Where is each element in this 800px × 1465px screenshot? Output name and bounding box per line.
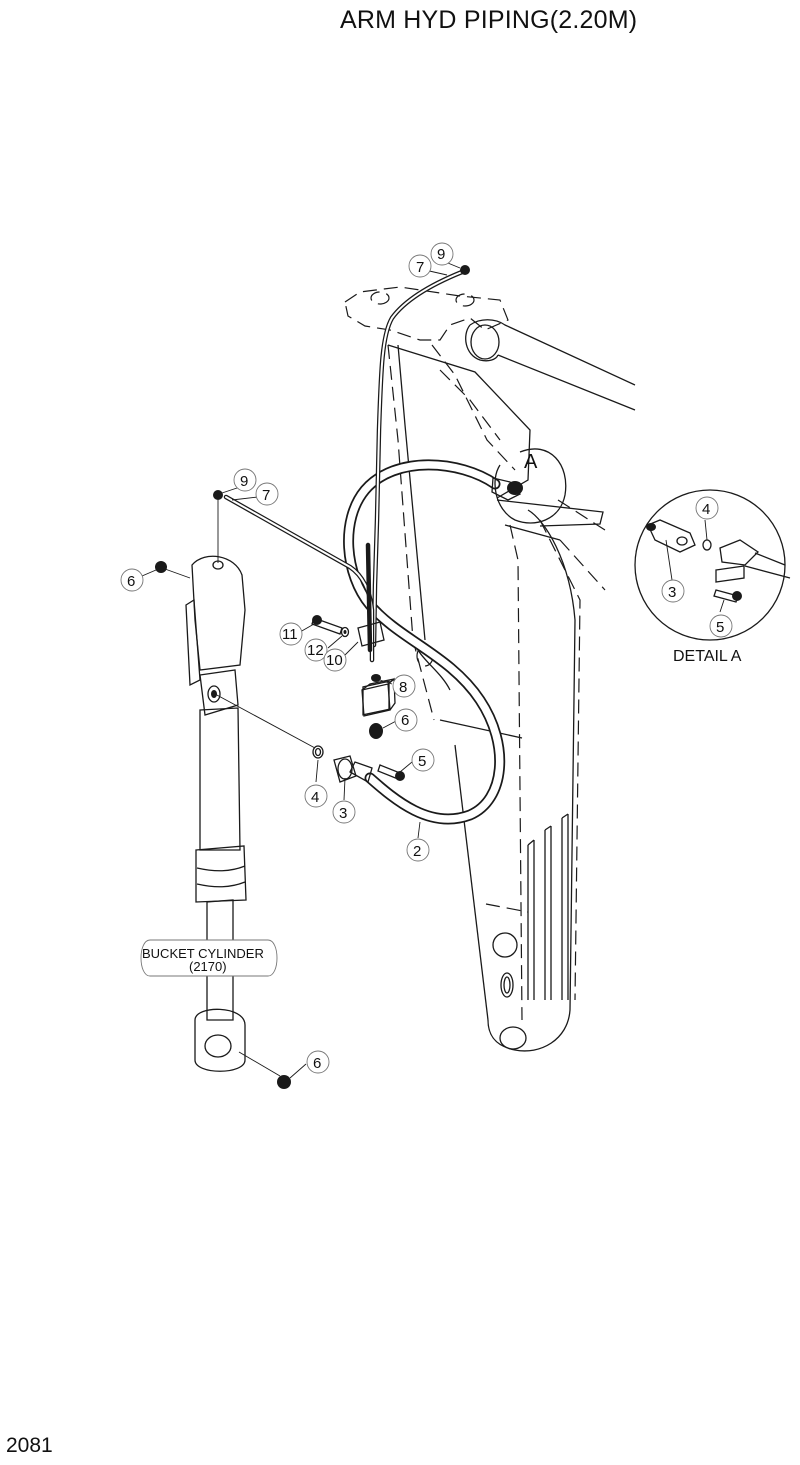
callout-8: 8: [392, 674, 416, 698]
callout-5-mid: 5: [411, 748, 435, 772]
svg-text:7: 7: [416, 259, 424, 276]
svg-text:3: 3: [668, 584, 676, 601]
grease-nipple-left: [213, 490, 223, 500]
detail-a-view: [634, 489, 791, 641]
bucket-cylinder-line1: BUCKET CYLINDER: [142, 946, 264, 961]
bucket-cylinder-line2: (2170): [189, 959, 227, 974]
svg-text:11: 11: [282, 626, 298, 643]
svg-text:5: 5: [418, 753, 426, 770]
svg-text:8: 8: [399, 679, 407, 696]
svg-text:2: 2: [413, 843, 421, 860]
callout-4-mid: 4: [304, 784, 328, 808]
callout-10: 10: [323, 648, 347, 672]
svg-text:12: 12: [307, 642, 324, 659]
svg-text:6: 6: [313, 1055, 321, 1072]
svg-text:9: 9: [240, 473, 248, 490]
flange-fitting: [155, 561, 405, 1089]
bucket-cylinder-label: BUCKET CYLINDER (2170): [140, 939, 278, 977]
svg-text:4: 4: [311, 789, 319, 806]
callout-leaders: [141, 260, 725, 1079]
callout-6-mid: 6: [394, 708, 418, 732]
svg-text:9: 9: [437, 246, 445, 263]
callout-6-left: 6: [120, 568, 144, 592]
clamp-block: [311, 615, 396, 739]
grease-tubes: [223, 269, 465, 663]
page-title: ARM HYD PIPING(2.20M): [340, 6, 638, 34]
callout-5-detail: 5: [709, 614, 733, 638]
callout-7-left: 7: [255, 482, 279, 506]
svg-text:6: 6: [127, 573, 135, 590]
svg-text:4: 4: [702, 501, 710, 518]
callout-7-top: 7: [408, 254, 432, 278]
page-number: 2081: [6, 1434, 53, 1457]
callout-3-mid: 3: [332, 800, 356, 824]
callout-3-detail: 3: [661, 579, 685, 603]
arm-structure: [344, 286, 636, 1052]
detail-a-letter: A: [524, 451, 538, 473]
detail-a-label: DETAIL A: [673, 648, 742, 665]
detail-a-indicator: A: [494, 448, 567, 524]
callout-6-bottom: 6: [306, 1050, 330, 1074]
callout-11: 11: [279, 622, 303, 646]
svg-text:3: 3: [339, 805, 347, 822]
svg-text:7: 7: [262, 487, 270, 504]
svg-text:6: 6: [401, 712, 409, 729]
callout-9-top: 9: [430, 242, 454, 266]
svg-text:5: 5: [716, 619, 724, 636]
callout-12: 12: [304, 638, 328, 662]
bucket-cylinder-drawing: [185, 500, 316, 1077]
callout-2: 2: [406, 838, 430, 862]
arm-slots: [527, 813, 569, 1000]
callout-9-left: 9: [233, 468, 257, 492]
svg-text:10: 10: [326, 652, 343, 669]
callout-4-detail: 4: [695, 496, 719, 520]
grease-nipple-top: [460, 265, 470, 275]
